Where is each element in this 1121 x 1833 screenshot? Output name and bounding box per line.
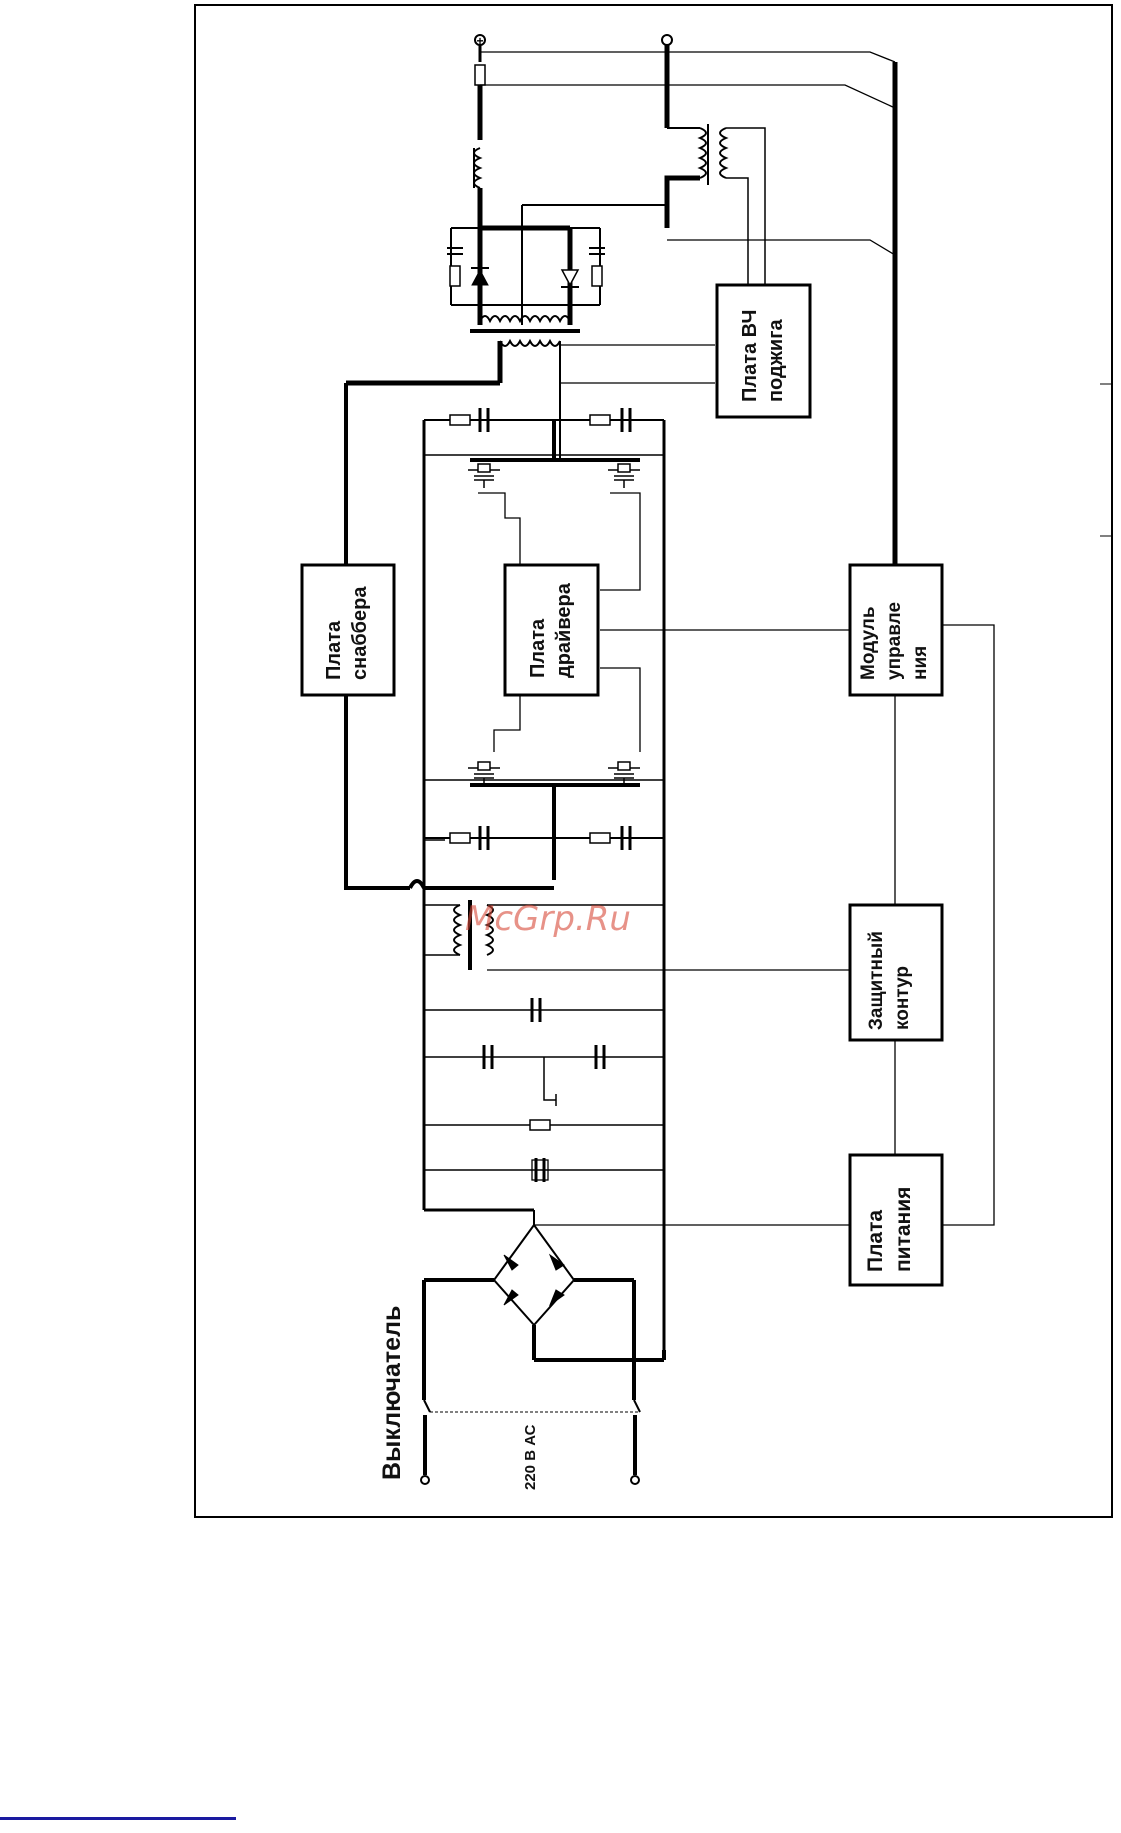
power-label-line1: Плата [864, 1210, 887, 1272]
mosfet-q1 [468, 464, 500, 488]
driver-board-box: Плата драйвера [505, 565, 598, 695]
hf-ignition-board-box: Плата ВЧ поджига [717, 285, 810, 417]
snubber-label-line2: снаббера [349, 586, 371, 680]
protection-label-line2: контур [892, 966, 913, 1030]
hf-label-line1: Плата ВЧ [739, 310, 761, 402]
footer-link-underline[interactable] [0, 1817, 236, 1820]
mosfet-q2 [608, 464, 640, 488]
mosfet-q4 [608, 762, 640, 786]
control-label-line1: Модуль [858, 606, 879, 680]
protection-label-line1: Защитный [866, 931, 887, 1030]
driver-label-line1: Плата [527, 618, 549, 678]
mosfet-q3 [468, 762, 500, 786]
snubber-board-box: Плата снаббера [302, 565, 394, 695]
output-minus-rail [667, 45, 765, 285]
power-supply-board-box: Плата питания [850, 1155, 942, 1285]
dc-link-filter [424, 998, 664, 1182]
control-label-line2: управле [884, 602, 905, 680]
snubber-label-line1: Плата [323, 620, 345, 680]
watermark: McGrp.Ru [465, 899, 631, 939]
control-module-box: Модуль управле ния [850, 565, 942, 695]
control-label-line3: ния [910, 646, 931, 680]
input-bridge [424, 1210, 850, 1400]
protection-circuit-box: Защитный контур [850, 905, 942, 1040]
mains-voltage-label: 220 В АС [522, 1424, 539, 1490]
hf-label-line2: поджига [765, 318, 787, 402]
driver-label-line2: драйвера [553, 582, 575, 678]
control-interconnect [765, 345, 994, 1225]
outer-frame [195, 5, 1112, 1517]
sense-wires [480, 52, 895, 255]
main-transformer [346, 316, 715, 460]
switch-label: Выключатель [378, 1306, 406, 1480]
power-label-line2: питания [892, 1187, 915, 1272]
output-rectifier [447, 228, 605, 325]
output-minus-terminal [662, 35, 672, 45]
